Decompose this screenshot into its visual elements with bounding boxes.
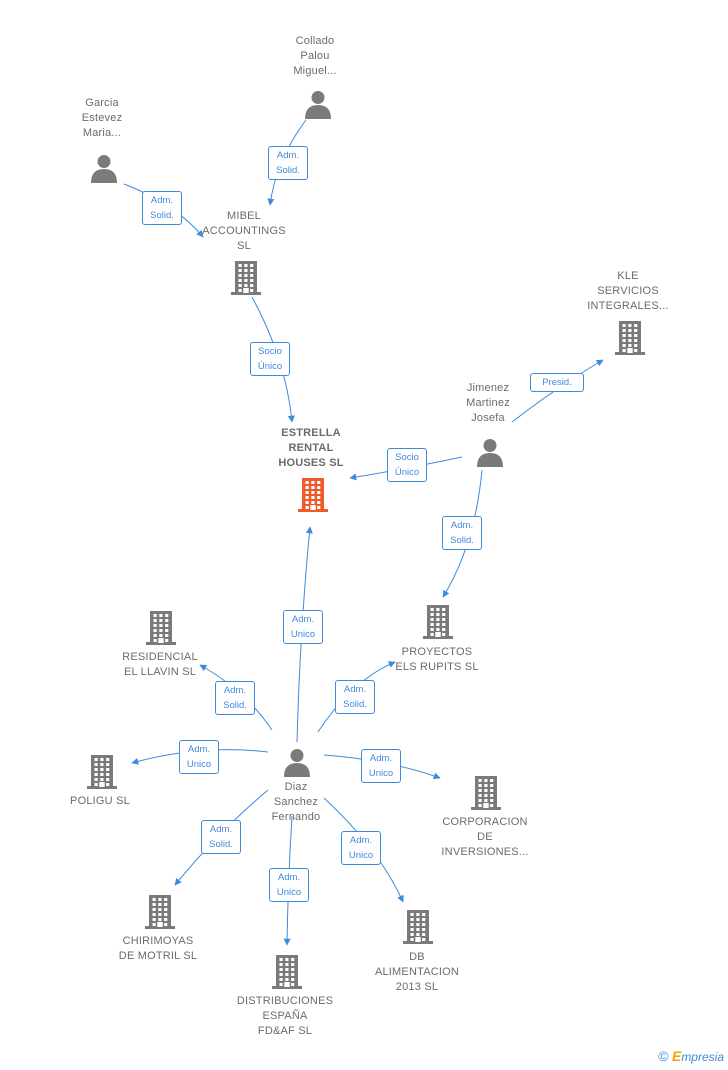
building-icon[interactable] — [272, 955, 302, 994]
copyright-symbol: © — [658, 1048, 669, 1064]
building-icon[interactable] — [403, 910, 433, 949]
edge-label[interactable]: Adm. Solid. — [442, 516, 482, 550]
person-icon[interactable] — [282, 747, 312, 782]
building-icon[interactable] — [231, 261, 261, 300]
edge-label[interactable]: Adm. Solid. — [215, 681, 255, 715]
edge-label[interactable]: Adm. Unico — [361, 749, 401, 783]
edge-label[interactable]: Adm. Solid. — [201, 820, 241, 854]
edge-label[interactable]: Adm. Solid. — [268, 146, 308, 180]
building-icon[interactable] — [298, 478, 328, 517]
node-label[interactable]: Jimenez Martinez Josefa — [466, 381, 510, 424]
edge-label[interactable]: Adm. Unico — [179, 740, 219, 774]
person-icon[interactable] — [89, 153, 119, 188]
node-label[interactable]: DB ALIMENTACION 2013 SL — [374, 950, 460, 993]
node-label[interactable]: RESIDENCIAL EL LLAVIN SL — [122, 651, 198, 678]
building-icon[interactable] — [87, 755, 117, 794]
edge-label[interactable]: Adm. Solid. — [142, 191, 182, 225]
person-icon[interactable] — [475, 437, 505, 472]
node-label[interactable]: POLIGU SL — [70, 794, 130, 807]
edge-label[interactable]: Socio Único — [250, 342, 290, 376]
node-label[interactable]: PROYECTOS ELS RUPITS SL — [395, 646, 479, 673]
building-icon[interactable] — [145, 895, 175, 934]
building-icon[interactable] — [471, 776, 501, 815]
node-label[interactable]: KLE SERVICIOS INTEGRALES... — [587, 269, 669, 312]
edge-label[interactable]: Adm. Unico — [269, 868, 309, 902]
node-label[interactable]: MIBEL ACCOUNTINGS SL — [202, 209, 286, 252]
node-label[interactable]: CORPORACION DE INVERSIONES... — [441, 815, 529, 858]
building-icon[interactable] — [423, 605, 453, 644]
node-label[interactable]: Collado Palou Miguel... — [293, 34, 337, 77]
node-label[interactable]: CHIRIMOYAS DE MOTRIL SL — [118, 935, 198, 962]
building-icon[interactable] — [615, 321, 645, 360]
building-icon[interactable] — [146, 611, 176, 650]
brand-logo-text: mpresia — [681, 1050, 724, 1064]
node-label[interactable]: Diaz Sanchez Fernando — [271, 780, 321, 823]
empresia-footer: © Empresia — [658, 1048, 724, 1064]
edge-label[interactable]: Adm. Unico — [341, 831, 381, 865]
node-label[interactable]: DISTRIBUCIONES ESPAÑA FD&AF SL — [236, 994, 334, 1037]
edge-label[interactable]: Presid. — [530, 372, 584, 392]
edge-label[interactable]: Socio Único — [387, 448, 427, 482]
brand-logo-initial: E — [671, 1048, 682, 1064]
person-icon[interactable] — [303, 89, 333, 124]
edge-label[interactable]: Adm. Solid. — [335, 680, 375, 714]
edge-label[interactable]: Adm. Unico — [283, 610, 323, 644]
node-label[interactable]: ESTRELLA RENTAL HOUSES SL — [278, 426, 344, 469]
node-label[interactable]: Garcia Estevez Maria... — [81, 96, 123, 139]
